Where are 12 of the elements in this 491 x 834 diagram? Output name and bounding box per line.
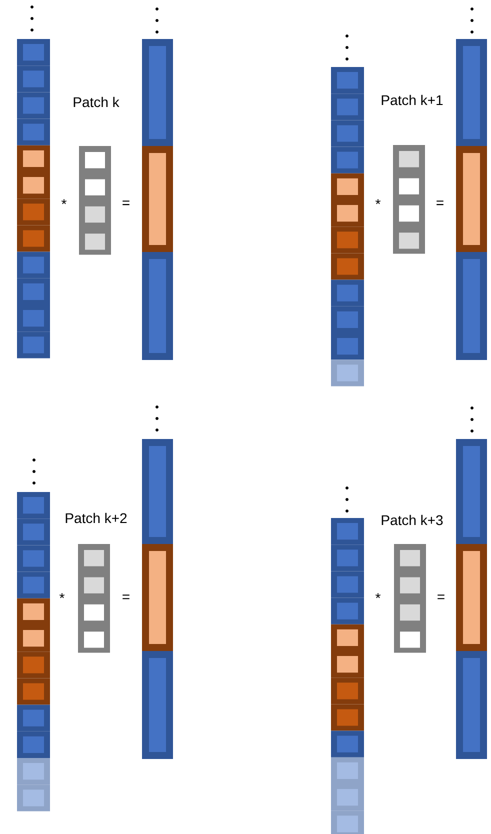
operator-symbol: = — [438, 594, 444, 600]
patch-label: Patch k+2 — [66, 512, 127, 524]
operator-symbol: = — [122, 200, 130, 206]
operator-symbol: = — [436, 200, 444, 206]
operator-symbol: * — [376, 199, 381, 204]
patch-label: Patch k+3 — [382, 514, 443, 526]
operator-symbol: * — [62, 199, 67, 204]
operator-symbol: * — [376, 593, 381, 598]
operator-symbol: = — [122, 594, 130, 600]
operator-symbol: * — [60, 593, 65, 598]
patch-label: Patch k+1 — [382, 94, 443, 106]
patch-label: Patch k — [74, 96, 120, 108]
